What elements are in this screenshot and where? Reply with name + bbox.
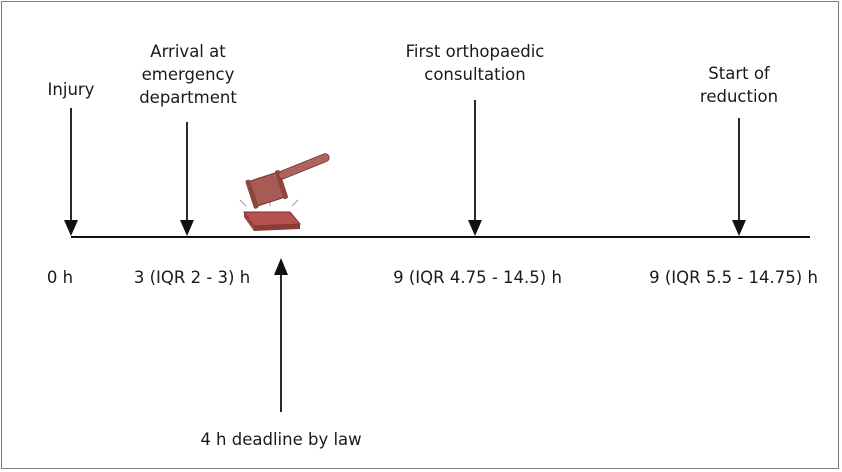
deadline-label: 4 h deadline by law bbox=[200, 430, 362, 449]
time-reduction: 9 (IQR 5.5 - 14.75) h bbox=[649, 268, 818, 287]
label-consultation-line-1: First orthopaedic bbox=[405, 42, 545, 61]
label-reduction-line-2: reduction bbox=[699, 87, 779, 106]
label-arrival-line-3: department bbox=[139, 88, 237, 107]
arrow-arrival bbox=[180, 122, 194, 236]
label-consultation-line-2: consultation bbox=[424, 65, 526, 84]
label-reduction: Start of reduction bbox=[679, 62, 799, 108]
label-consultation: First orthopaedic consultation bbox=[375, 40, 575, 86]
arrow-consultation bbox=[468, 100, 482, 236]
arrow-reduction bbox=[732, 118, 746, 236]
label-arrival-line-2: emergency bbox=[141, 65, 235, 84]
arrow-deadline bbox=[274, 258, 288, 412]
label-injury-line-1: Injury bbox=[47, 80, 95, 99]
time-consultation: 9 (IQR 4.75 - 14.5) h bbox=[393, 268, 562, 287]
label-reduction-line-1: Start of bbox=[708, 64, 770, 83]
gavel-icon bbox=[239, 153, 330, 231]
label-injury: Injury bbox=[38, 78, 104, 101]
label-arrival-line-1: Arrival at bbox=[150, 42, 226, 61]
label-arrival: Arrival at emergency department bbox=[120, 40, 256, 109]
arrow-injury bbox=[64, 108, 78, 236]
time-arrival: 3 (IQR 2 - 3) h bbox=[133, 268, 251, 287]
time-injury: 0 h bbox=[46, 268, 74, 287]
